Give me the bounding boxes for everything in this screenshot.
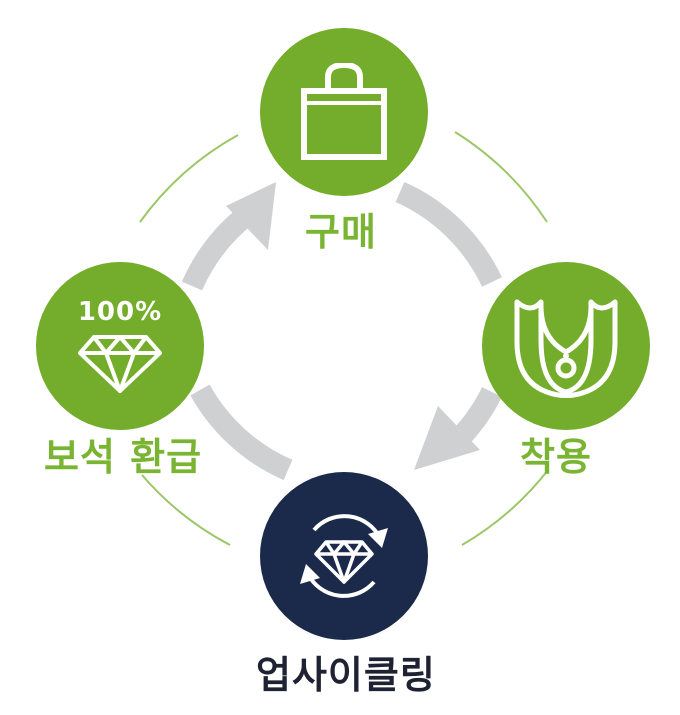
badge-100-percent: 100% <box>77 297 163 327</box>
node-refund: 100% <box>36 262 204 430</box>
diamond-refresh-icon <box>300 514 388 598</box>
arrow-heads <box>226 182 480 470</box>
arrowhead-up-right <box>226 182 276 250</box>
arrow-purchase-to-wear <box>395 181 502 287</box>
label-refund: 보석 환급 <box>44 435 203 479</box>
outer-arcs <box>139 131 549 546</box>
node-purchase <box>260 28 428 196</box>
shopping-bag-icon <box>301 63 387 160</box>
label-wear: 착용 <box>520 435 592 479</box>
node-upcycling <box>260 472 428 640</box>
arrow-refund-to-purchase <box>181 205 255 291</box>
outer-arc-top-left <box>139 134 239 223</box>
arrow-upcycling-to-refund <box>190 384 293 481</box>
label-purchase: 구매 <box>305 210 377 254</box>
outer-arc-top-right <box>454 131 548 223</box>
outer-arc-bottom-right <box>461 469 549 546</box>
label-upcycling: 업사이클링 <box>256 653 436 697</box>
node-wear <box>482 262 650 430</box>
necklace-icon <box>514 299 618 398</box>
arrowhead-down-left <box>414 406 480 470</box>
diamond-icon <box>78 335 162 393</box>
outer-arc-bottom-left <box>141 474 231 546</box>
